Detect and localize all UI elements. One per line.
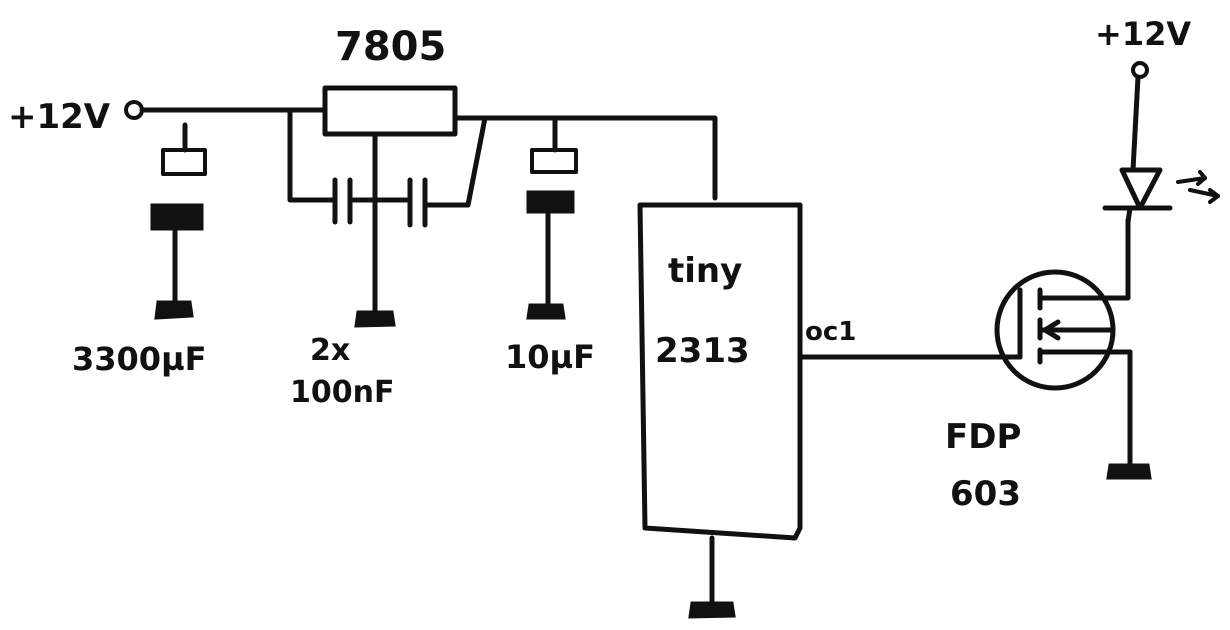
bypass-capacitors-label-value: 100nF xyxy=(290,375,394,410)
vin-left-label: +12V xyxy=(8,97,111,137)
output-capacitor-label: 10µF xyxy=(505,338,595,376)
mosfet xyxy=(994,217,1133,391)
mcu-ground-icon xyxy=(688,601,736,619)
mosfet-label-type: FDP xyxy=(945,417,1021,457)
mcu-body xyxy=(637,202,803,541)
vin-right-terminal xyxy=(1131,61,1149,79)
bypass-capacitors-label-qty: 2x xyxy=(310,333,350,368)
mosfet-ground-icon xyxy=(1106,463,1152,480)
mosfet-label-number: 603 xyxy=(950,474,1021,514)
mcu-pin-label: oc1 xyxy=(805,317,856,347)
regulator-label: 7805 xyxy=(335,24,446,70)
bulk-capacitor-label: 3300µF xyxy=(72,340,206,378)
led-icon xyxy=(1102,167,1220,211)
output-rail-wire xyxy=(452,115,718,201)
regulator-7805 xyxy=(322,85,458,137)
vin-right-label: +12V xyxy=(1095,15,1191,53)
mcu-name: tiny xyxy=(668,251,742,291)
bulk-capacitor xyxy=(150,122,207,320)
led-cathode-wire xyxy=(1125,205,1133,225)
bypass-capacitors xyxy=(287,107,488,328)
led-anode-wire xyxy=(1130,74,1141,173)
output-capacitor xyxy=(526,115,578,320)
mcu-part-number: 2313 xyxy=(655,331,750,371)
